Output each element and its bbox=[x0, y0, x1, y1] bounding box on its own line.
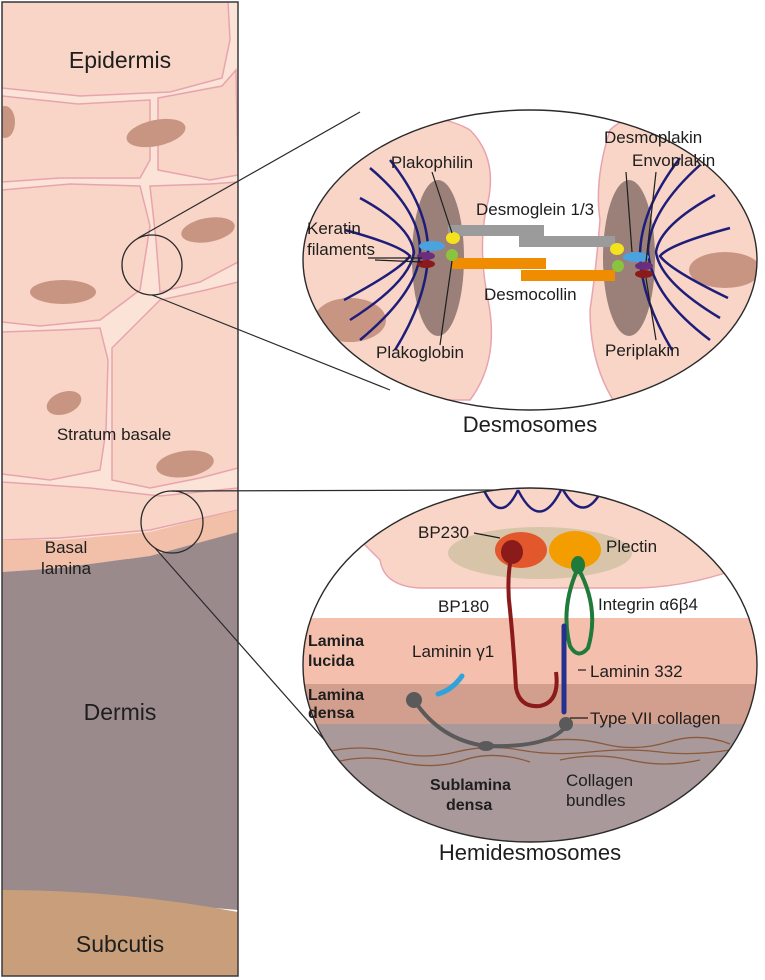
desmocollin-label: Desmocollin bbox=[484, 285, 577, 304]
integrin-label: Integrin α6β4 bbox=[598, 595, 698, 614]
desmosome-connector-top bbox=[137, 111, 361, 239]
bp180-label: BP180 bbox=[438, 597, 489, 616]
nucleus bbox=[30, 280, 96, 304]
periplakin-label: Periplakin bbox=[605, 341, 680, 360]
plakophilin-left bbox=[446, 232, 460, 244]
bp180-head bbox=[501, 540, 523, 564]
sublamina-label-line1: Sublamina bbox=[430, 777, 511, 794]
basal-lamina-label-line2: lamina bbox=[41, 559, 92, 578]
hemidesmosome-connector-top bbox=[171, 489, 507, 492]
desmosome-ellipse-outline bbox=[302, 109, 758, 411]
envoplakin-label: Envoplakin bbox=[632, 151, 715, 170]
collagen7-end-left bbox=[406, 692, 422, 708]
stratum-basale-label: Stratum basale bbox=[57, 425, 171, 444]
plakophilin-right bbox=[610, 243, 624, 255]
basal-lamina-label-line1: Basal bbox=[45, 538, 88, 557]
hemidesmosome-leader-lines bbox=[473, 532, 588, 719]
periplakin-right bbox=[635, 270, 653, 278]
collagen-bundles bbox=[325, 736, 731, 767]
lamina-densa-label-line2: densa bbox=[308, 705, 354, 722]
plectin-label: Plectin bbox=[606, 537, 657, 556]
cell bbox=[2, 481, 238, 541]
desmocollin-bar bbox=[452, 258, 546, 269]
desmoglein-bar bbox=[519, 236, 615, 247]
bundles-label-line2: bundles bbox=[566, 791, 626, 810]
cell-nuclei bbox=[2, 106, 235, 478]
skin-column-frame bbox=[1, 1, 239, 977]
bp180-strand bbox=[506, 551, 559, 709]
keratin-label-line2: filaments bbox=[307, 240, 375, 259]
cell bbox=[157, 68, 238, 181]
desmoglein-label: Desmoglein 1/3 bbox=[476, 200, 594, 219]
subcutis-label: Subcutis bbox=[76, 931, 164, 957]
periplakin-left bbox=[417, 260, 435, 268]
plakophilin-label: Plakophilin bbox=[391, 153, 473, 172]
integrin-head bbox=[571, 556, 585, 574]
plakoglobin-left bbox=[446, 249, 458, 261]
desmoplakin-label: Desmoplakin bbox=[604, 128, 702, 147]
nucleus bbox=[2, 106, 15, 138]
envoplakin-right bbox=[635, 262, 653, 270]
hemidesmosome-zoom: BP230 Plectin BP180 Integrin α6β4 Lamina… bbox=[302, 487, 758, 843]
bundles-label-line1: Collagen bbox=[566, 771, 633, 790]
desmosomes-title: Desmosomes bbox=[463, 412, 597, 437]
left-plaque bbox=[412, 180, 464, 336]
cell bbox=[2, 95, 151, 183]
desmosome-connector-bottom bbox=[151, 294, 391, 391]
hemidesmosomes-title: Hemidesmosomes bbox=[439, 840, 621, 865]
epidermis-label: Epidermis bbox=[69, 47, 171, 73]
lamina-lucida-layer bbox=[303, 618, 757, 684]
subcutis-layer bbox=[2, 890, 238, 976]
hemidesmosome-ellipse-outline bbox=[302, 487, 758, 843]
envoplakin-left bbox=[417, 252, 435, 260]
nucleus bbox=[689, 252, 757, 288]
nucleus bbox=[181, 217, 235, 243]
keratin-filaments-left bbox=[343, 159, 430, 351]
dermis-layer bbox=[2, 532, 238, 910]
nucleus bbox=[156, 450, 214, 478]
cell bbox=[2, 2, 231, 97]
collagen7-label: Type VII collagen bbox=[590, 709, 720, 728]
desmoplakin-left bbox=[419, 241, 445, 251]
desmocollin-bar bbox=[521, 270, 615, 281]
lamina-densa-label-line1: Lamina bbox=[308, 687, 364, 704]
nucleus bbox=[46, 390, 82, 416]
plakoglobin-label: Plakoglobin bbox=[376, 343, 464, 362]
desmoglein-bar bbox=[448, 225, 544, 236]
sublamina-label-line2: densa bbox=[446, 797, 492, 814]
desmoplakin-right bbox=[623, 252, 649, 262]
laminin332-label: Laminin 332 bbox=[590, 662, 683, 681]
laminin-g1-label: Laminin γ1 bbox=[412, 642, 494, 661]
desmosome-zoom: Plakophilin Keratin filaments Plakoglobi… bbox=[302, 109, 758, 411]
laminin-g1-arc bbox=[435, 673, 465, 697]
lamina-lucida-label-line2: lucida bbox=[308, 653, 354, 670]
plakoglobin-right bbox=[612, 260, 624, 272]
desmosome-leader-lines bbox=[368, 171, 657, 346]
bp230-label: BP230 bbox=[418, 523, 469, 542]
skin-column bbox=[2, 2, 238, 976]
lamina-lucida-label-line1: Lamina bbox=[308, 633, 364, 650]
keratin-label-line1: Keratin bbox=[307, 219, 361, 238]
cell bbox=[111, 281, 238, 489]
collagen7-mid bbox=[478, 741, 494, 751]
dermis-label: Dermis bbox=[84, 699, 157, 725]
integrin-loop bbox=[564, 563, 595, 656]
collagen7-end-right bbox=[559, 717, 573, 731]
plectin-shape bbox=[549, 531, 601, 569]
basal-lamina-band bbox=[2, 510, 238, 572]
nucleus bbox=[126, 118, 186, 148]
